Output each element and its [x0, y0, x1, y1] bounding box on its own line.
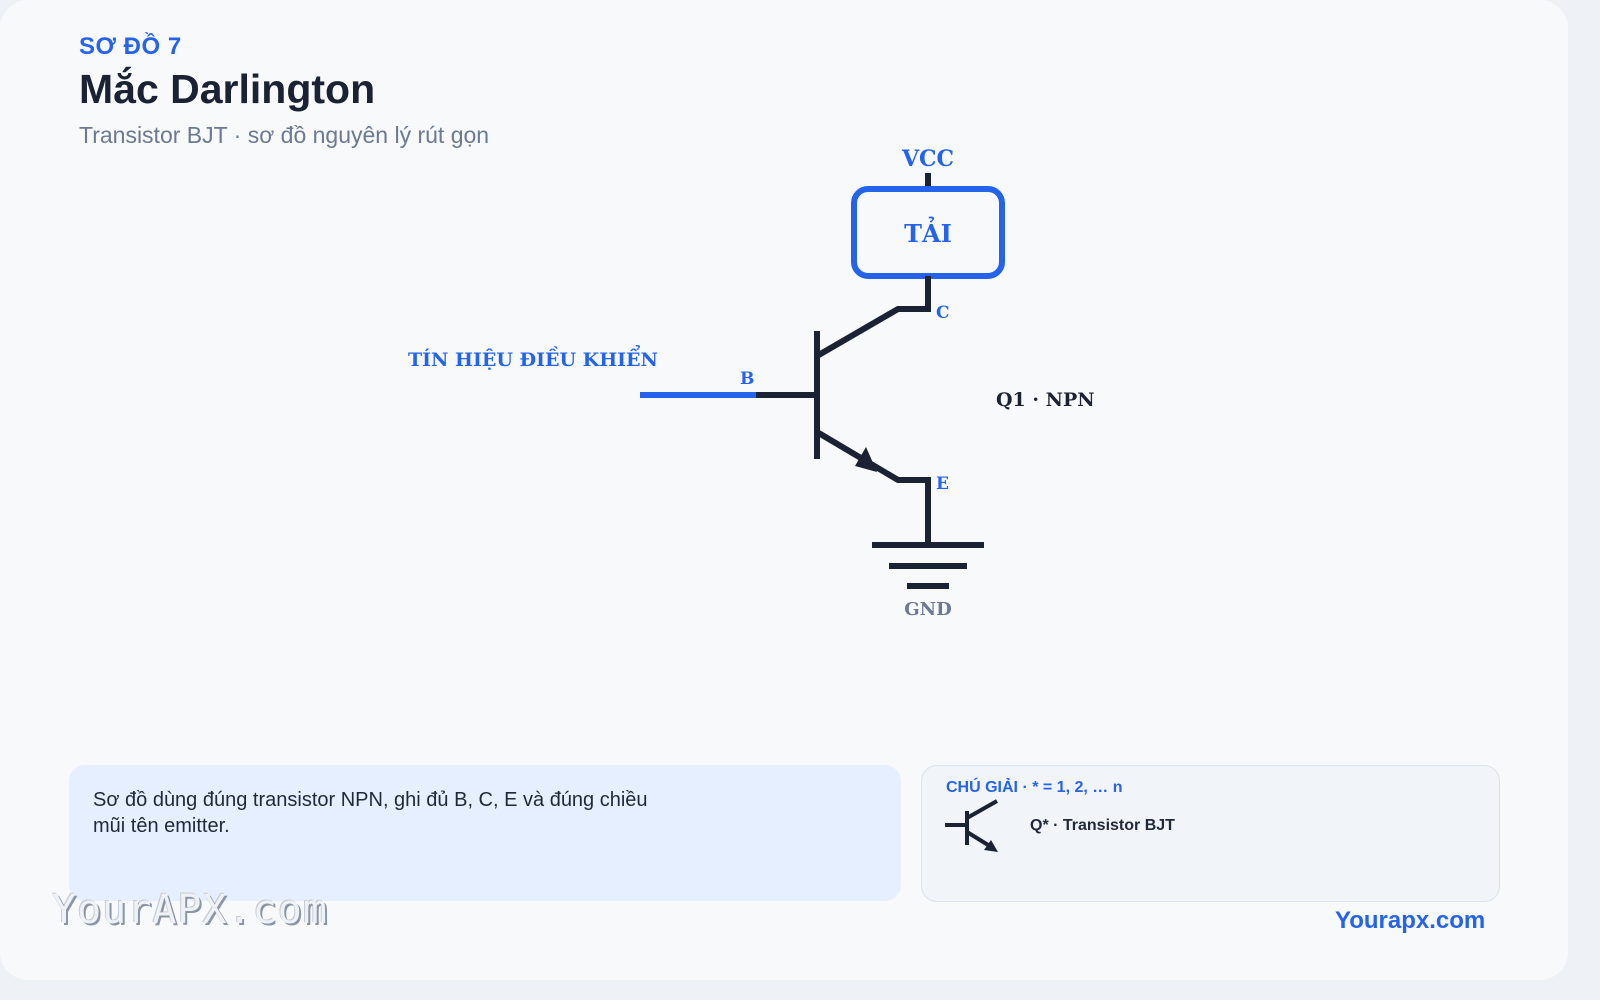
base-label: B	[740, 369, 754, 389]
load-label: TẢI	[904, 216, 952, 248]
transistor-label: Q1 · NPN	[996, 389, 1095, 411]
diagram-card: SƠ ĐỒ 7 Mắc Darlington Transistor BJT · …	[52, 33, 1500, 934]
circuit-schematic: VCC TẢI C TÍN HIỆU ĐIỀU KHIỂN B E GND Q1…	[408, 146, 1095, 620]
watermark-logo: YourAPX.com	[52, 887, 328, 933]
collector-wire	[815, 276, 931, 359]
control-signal-label: TÍN HIỆU ĐIỀU KHIỂN	[408, 344, 658, 371]
legend-title: CHÚ GIẢI · * = 1, 2, … n	[946, 779, 1123, 796]
bjt-npn-icon	[945, 799, 998, 852]
diagram-number: SƠ ĐỒ 7	[79, 33, 182, 60]
emitter-arrow-icon	[855, 447, 877, 472]
brand-link[interactable]: Yourapx.com	[1335, 907, 1486, 934]
collector-label: C	[936, 303, 950, 323]
note-text: Sơ đồ dùng đúng transistor NPN, ghi đủ B…	[93, 789, 648, 837]
vcc-label: VCC	[901, 146, 954, 172]
page-subtitle: Transistor BJT · sơ đồ nguyên lý rút gọn	[79, 122, 490, 148]
gnd-label: GND	[904, 599, 951, 620]
emitter-wire	[815, 429, 931, 545]
emitter-label: E	[936, 474, 949, 494]
legend-item-label: Q* · Transistor BJT	[1030, 817, 1175, 834]
note-box: Sơ đồ dùng đúng transistor NPN, ghi đủ B…	[69, 765, 901, 901]
legend-box: CHÚ GIẢI · * = 1, 2, … n Q* · Transistor…	[921, 765, 1500, 902]
ground-icon	[872, 542, 984, 589]
page-title: Mắc Darlington	[79, 66, 376, 112]
